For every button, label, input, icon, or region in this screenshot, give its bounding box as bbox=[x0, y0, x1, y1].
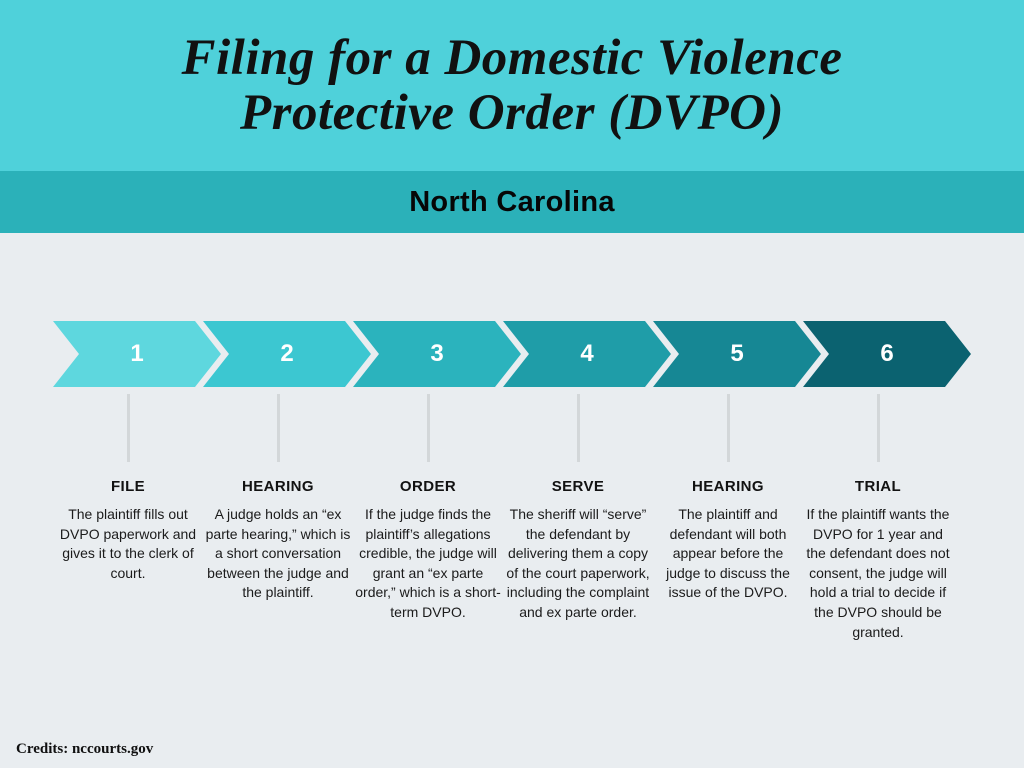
step-number-2: 2 bbox=[280, 340, 294, 367]
page-title-line-2: Protective Order (DVPO) bbox=[239, 84, 784, 141]
step-label-1: FILE bbox=[110, 478, 146, 495]
subtitle-text: North Carolina bbox=[409, 185, 615, 218]
step-description-1: The plaintiff fills out DVPO paperwork a… bbox=[59, 506, 197, 581]
step-number-4: 4 bbox=[580, 340, 594, 367]
step-column-6: 6 TRIAL If the plaintiff wants the DVPO … bbox=[803, 321, 971, 642]
step-column-2: 2 HEARING A judge holds an “ex parte hea… bbox=[203, 321, 371, 642]
step-column-5: 5 HEARING The plaintiff and defendant wi… bbox=[653, 321, 821, 642]
step-connector-line-3 bbox=[426, 394, 430, 462]
step-label-3: ORDER bbox=[399, 478, 457, 495]
step-label-5: HEARING bbox=[692, 478, 764, 495]
step-connector-line-4 bbox=[576, 394, 580, 462]
step-arrow-5: 5 bbox=[653, 321, 821, 387]
step-description-2: A judge holds an “ex parte hearing,” whi… bbox=[205, 506, 351, 601]
timeline: 1 FILE The plaintiff fills out DVPO pape… bbox=[53, 233, 971, 642]
step-column-3: 3 ORDER If the judge finds the plaintiff… bbox=[353, 321, 521, 642]
step-connector-line-5 bbox=[726, 394, 730, 462]
step-description-3: If the judge finds the plaintiff’s alleg… bbox=[355, 506, 501, 620]
step-arrow-1: 1 bbox=[53, 321, 221, 387]
step-label-4: SERVE bbox=[551, 478, 605, 495]
timeline-section: 1 FILE The plaintiff fills out DVPO pape… bbox=[0, 233, 1024, 768]
step-column-1: 1 FILE The plaintiff fills out DVPO pape… bbox=[53, 321, 221, 642]
step-arrow-6: 6 bbox=[803, 321, 971, 387]
step-arrow-4: 4 bbox=[503, 321, 671, 387]
step-label-2: HEARING bbox=[242, 478, 314, 495]
step-connector-line-2 bbox=[276, 394, 280, 462]
step-description-6: If the plaintiff wants the DVPO for 1 ye… bbox=[806, 506, 950, 640]
step-number-5: 5 bbox=[730, 340, 744, 367]
step-connector-line-1 bbox=[126, 394, 130, 462]
step-connector-line-6 bbox=[876, 394, 880, 462]
step-number-6: 6 bbox=[880, 340, 894, 367]
header-banner: Filing for a Domestic Violence Protectiv… bbox=[0, 0, 1024, 171]
step-description-4: The sheriff will “serve” the defendant b… bbox=[506, 506, 650, 620]
credits-text: Credits: nccourts.gov bbox=[16, 741, 154, 757]
step-number-1: 1 bbox=[130, 340, 144, 367]
page-title-line-1: Filing for a Domestic Violence bbox=[181, 30, 843, 87]
step-arrow-3: 3 bbox=[353, 321, 521, 387]
step-label-6: TRIAL bbox=[854, 478, 902, 495]
step-number-3: 3 bbox=[430, 340, 444, 367]
step-description-5: The plaintiff and defendant will both ap… bbox=[666, 506, 790, 601]
subtitle-band: North Carolina bbox=[0, 171, 1024, 233]
step-arrow-2: 2 bbox=[203, 321, 371, 387]
step-column-4: 4 SERVE The sheriff will “serve” the def… bbox=[503, 321, 671, 642]
